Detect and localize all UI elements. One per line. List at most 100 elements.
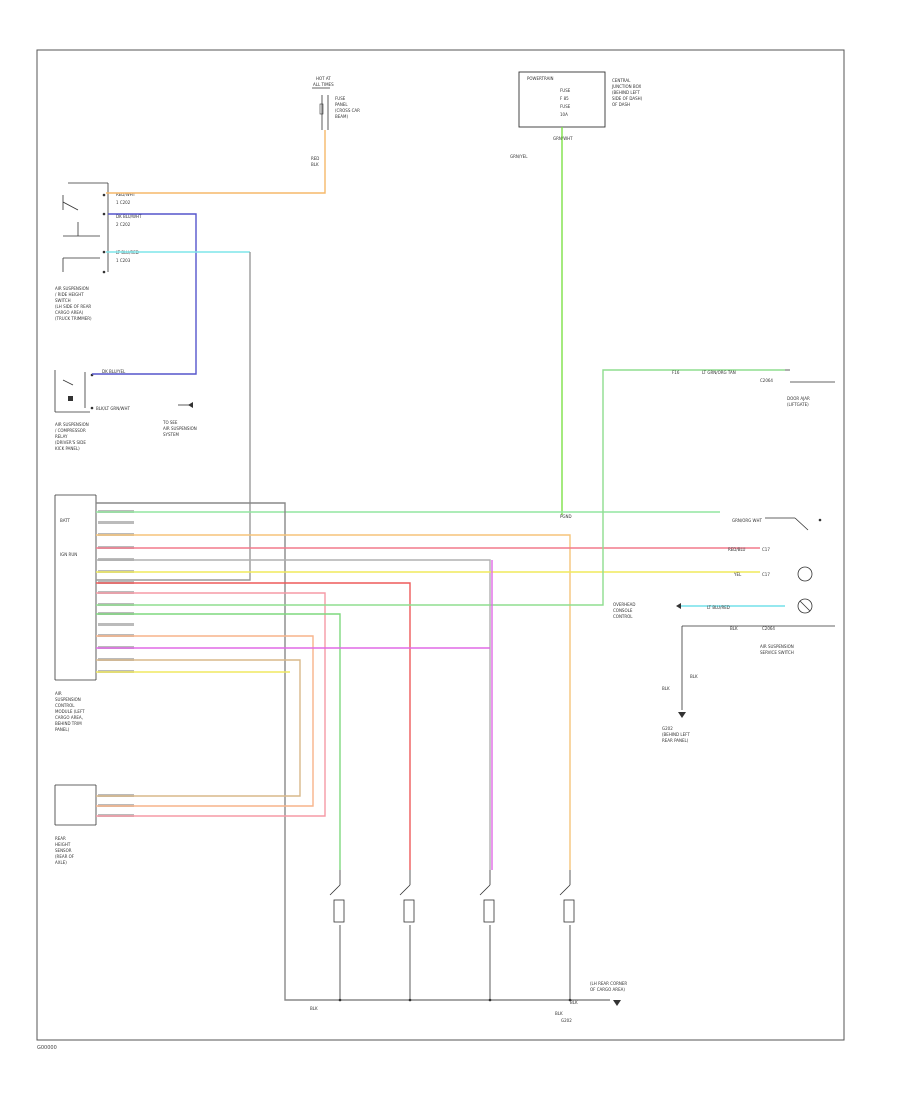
svg-text:PGND: PGND [560,514,572,519]
module-top-right: POWERTRAIN FUSE F 85 FUSE 10A CENTRAL JU… [510,71,643,159]
svg-text:REAR: REAR [55,836,66,841]
svg-text:DK BLU/YEL: DK BLU/YEL [102,369,126,374]
svg-text:BLK: BLK [570,1000,578,1005]
svg-text:AIR: AIR [55,691,62,696]
svg-text:(DRIVER'S SIDE: (DRIVER'S SIDE [55,440,86,445]
svg-text:SENSOR: SENSOR [55,848,72,853]
svg-text:AIR SUSPENSION: AIR SUSPENSION [55,422,89,427]
svg-text:DK BLU/WHT: DK BLU/WHT [116,214,142,219]
svg-text:BLK: BLK [310,1006,318,1011]
svg-text:FUSE: FUSE [335,96,346,101]
svg-text:BEAM): BEAM) [335,114,348,119]
svg-text:BLK: BLK [730,626,738,631]
svg-text:JUNCTION BOX: JUNCTION BOX [611,84,641,89]
svg-text:CONTROL: CONTROL [55,703,75,708]
svg-text:G202: G202 [662,726,673,731]
svg-text:RELAY: RELAY [55,434,68,439]
svg-text:CONSOLE: CONSOLE [613,608,633,613]
svg-text:SYSTEM: SYSTEM [163,432,179,437]
svg-text:1 C203: 1 C203 [116,258,131,263]
solenoid-valve [329,870,345,1002]
svg-text:KICK PANEL): KICK PANEL) [55,446,80,451]
svg-text:F16: F16 [672,370,680,375]
svg-text:GRN/YEL: GRN/YEL [510,154,528,159]
svg-text:RED/BLU: RED/BLU [728,547,746,552]
svg-text:F 85: F 85 [560,96,569,101]
svg-text:BEHIND TRIM: BEHIND TRIM [55,721,82,726]
svg-text:OF CARGO AREA): OF CARGO AREA) [590,987,625,992]
svg-text:1 C202: 1 C202 [116,200,131,205]
svg-text:SWITCH: SWITCH [55,298,71,303]
switch-mid-left: DK BLU/YEL BLK/LT GRN/WHT AIR SUSPENSION… [54,369,197,451]
svg-text:HEIGHT: HEIGHT [55,842,71,847]
solenoid-valve [399,870,415,1002]
svg-text:AIR SUSPENSION: AIR SUSPENSION [163,426,197,431]
svg-text:(LH SIDE OF REAR: (LH SIDE OF REAR [55,304,91,309]
connector-pin-labels [98,510,134,817]
svg-text:G202: G202 [561,1018,572,1023]
diagram-border [36,49,845,1041]
svg-text:PANEL: PANEL [335,102,348,107]
svg-text:C2064: C2064 [760,378,773,383]
svg-text:LT GRN/ORG TAN: LT GRN/ORG TAN [702,370,736,375]
svg-text:POWERTRAIN: POWERTRAIN [527,76,554,81]
svg-text:CONTROL: CONTROL [613,614,633,619]
svg-text:(BEHIND LEFT: (BEHIND LEFT [662,732,690,737]
svg-text:CARGO AREA,: CARGO AREA, [55,715,83,720]
svg-text:REAR PANEL): REAR PANEL) [662,738,689,743]
fuse-top: HOT AT ALL TIMES FUSE PANEL (CROSS CAR B… [311,76,360,167]
svg-text:(LH REAR CORNER: (LH REAR CORNER [590,981,627,986]
svg-text:(BEHIND LEFT: (BEHIND LEFT [612,90,640,95]
svg-text:/ RIDE HEIGHT: / RIDE HEIGHT [55,292,84,297]
svg-text:FUSE: FUSE [560,88,571,93]
svg-text:/ COMPRESSOR: / COMPRESSOR [55,428,86,433]
svg-text:SIDE OF DASH): SIDE OF DASH) [612,96,643,101]
switch-top-left: RED/WHT 1 C202 DK BLU/WHT 2 C202 LT BLU/… [55,182,142,321]
svg-text:C17: C17 [762,547,770,552]
height-sensor: REAR HEIGHT SENSOR (REAR OF AXLE) [54,784,97,865]
svg-text:GRN/WHT: GRN/WHT [553,136,573,141]
svg-text:10A: 10A [560,112,568,117]
svg-text:CARGO AREA): CARGO AREA) [55,310,84,315]
svg-text:PANEL): PANEL) [55,727,70,732]
svg-text:BLK: BLK [662,686,670,691]
svg-text:MODULE (LEFT: MODULE (LEFT [55,709,85,714]
svg-text:BLK/LT GRN/WHT: BLK/LT GRN/WHT [96,406,131,411]
svg-text:TO SEE: TO SEE [162,420,178,425]
svg-text:RED/WHT: RED/WHT [116,192,136,197]
svg-text:YEL: YEL [733,572,742,577]
svg-text:C2064: C2064 [762,626,775,631]
svg-text:SERVICE SWITCH: SERVICE SWITCH [760,650,794,655]
svg-text:SUSPENSION: SUSPENSION [55,697,81,702]
pin-stub [98,521,134,524]
svg-text:LT BLU/RED: LT BLU/RED [707,605,730,610]
svg-text:AIR SUSPENSION: AIR SUSPENSION [55,286,89,291]
svg-text:IGN RUN: IGN RUN [60,552,77,557]
page-code: G00000 [37,1045,57,1051]
control-module-main: BATT IGN RUN AIR SUSPENSION CONTROL MODU… [54,494,97,732]
svg-text:OVERHEAD: OVERHEAD [613,602,635,607]
svg-text:BLK: BLK [311,162,319,167]
svg-text:RED: RED [311,156,319,161]
svg-text:FUSE: FUSE [560,104,571,109]
svg-text:CENTRAL: CENTRAL [612,78,631,83]
right-components: F16 LT GRN/ORG TAN C2064 DOOR AJAR (LIFT… [560,369,835,743]
svg-text:(REAR OF: (REAR OF [55,854,75,859]
svg-text:BLK: BLK [690,674,698,679]
ground-bottom: BLK BLK BLK (LH REAR CORNER OF CARGO ARE… [310,981,627,1023]
wires [92,127,785,1001]
svg-text:(CROSS CAR: (CROSS CAR [335,108,360,113]
svg-text:(LIFTGATE): (LIFTGATE) [787,402,809,407]
svg-text:HOT AT: HOT AT [316,76,331,81]
svg-text:(TRUCK TRIMMER): (TRUCK TRIMMER) [55,316,92,321]
svg-text:2 C202: 2 C202 [116,222,131,227]
solenoid-valve [479,870,495,1002]
svg-text:AIR SUSPENSION: AIR SUSPENSION [760,644,794,649]
svg-text:BATT: BATT [60,518,71,523]
svg-text:BLK: BLK [555,1011,563,1016]
svg-text:C17: C17 [762,572,770,577]
svg-text:ALL TIMES: ALL TIMES [313,82,334,87]
svg-text:GRN/ORG WHT: GRN/ORG WHT [732,518,762,523]
solenoid-valves [329,870,575,1002]
